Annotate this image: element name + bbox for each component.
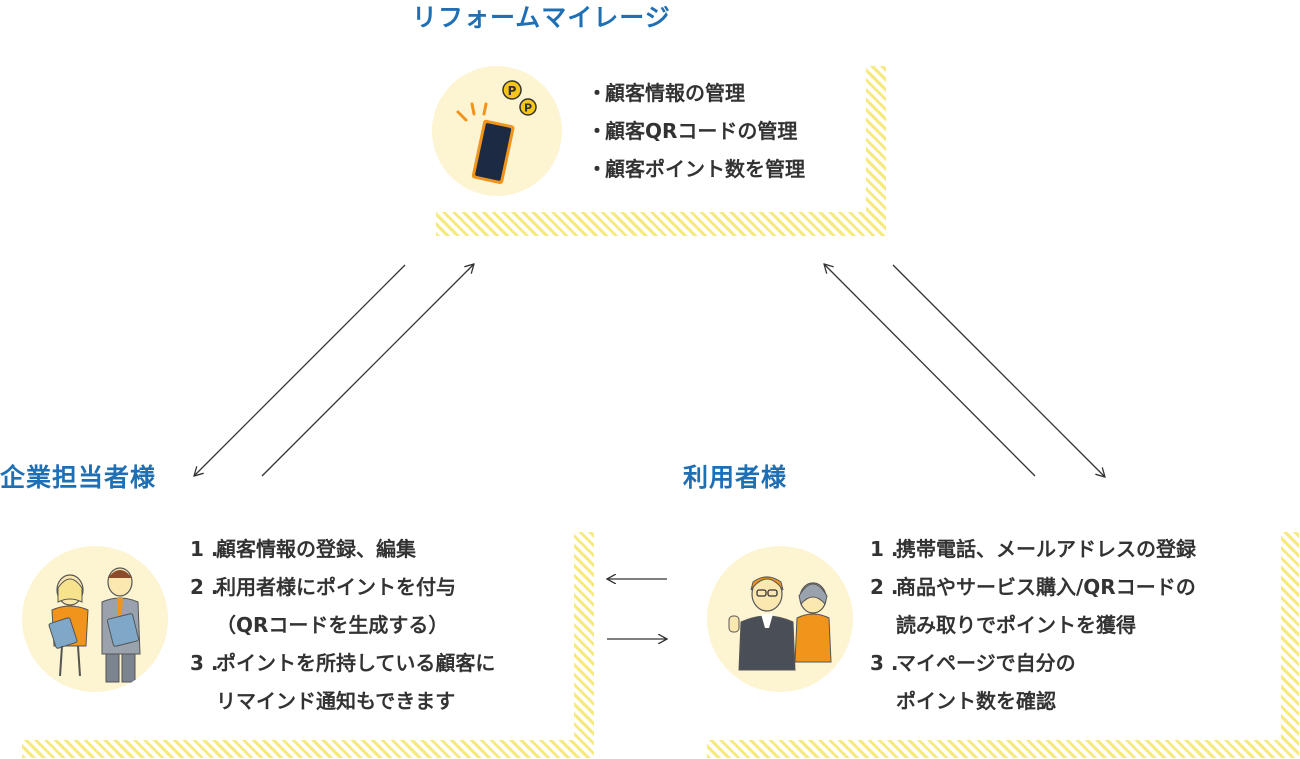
svg-text:P: P (524, 102, 532, 115)
svg-text:P: P (508, 84, 517, 98)
list-item: ・顧客QRコードの管理 (587, 119, 798, 143)
company-feature-list: 1 .顧客情報の登録、編集 2 .利用者様にポイントを付与 （QRコードを生成す… (190, 530, 495, 720)
company-title: 企業担当者様 (0, 463, 157, 492)
smartphone-coins-icon: P P (432, 66, 562, 196)
mileage-feature-list: ・顧客情報の管理 ・顧客QRコードの管理 ・顧客ポイント数を管理 (587, 74, 805, 188)
arrow-company-to-center (261, 264, 474, 477)
list-item: リマインド通知もできます (216, 689, 456, 713)
list-item: 3 .ポイントを所持している顧客に (190, 651, 496, 675)
list-item: 1 .携帯電話、メールアドレスの登録 (870, 537, 1196, 561)
mileage-title: リフォームマイレージ (412, 3, 671, 32)
arrow-user-to-center (824, 264, 1036, 477)
list-item: 読み取りでポイントを獲得 (896, 613, 1136, 637)
list-item: 1 .顧客情報の登録、編集 (190, 537, 416, 561)
arrow-center-to-company (194, 264, 406, 476)
list-item: （QRコードを生成する） (216, 613, 449, 637)
list-item: ポイント数を確認 (896, 689, 1056, 713)
arrow-center-to-user (892, 264, 1105, 477)
customers-icon (707, 546, 853, 692)
list-item: 2 .利用者様にポイントを付与 (190, 575, 456, 599)
list-item: 3 .マイページで自分の (870, 651, 1076, 675)
list-item: ・顧客ポイント数を管理 (587, 157, 805, 181)
user-title: 利用者様 (683, 463, 788, 492)
list-item: ・顧客情報の管理 (587, 81, 745, 105)
list-item: 2 .商品やサービス購入/QRコードの (870, 575, 1196, 599)
business-people-icon (22, 546, 168, 692)
user-feature-list: 1 .携帯電話、メールアドレスの登録 2 .商品やサービス購入/QRコードの 読… (870, 530, 1196, 720)
